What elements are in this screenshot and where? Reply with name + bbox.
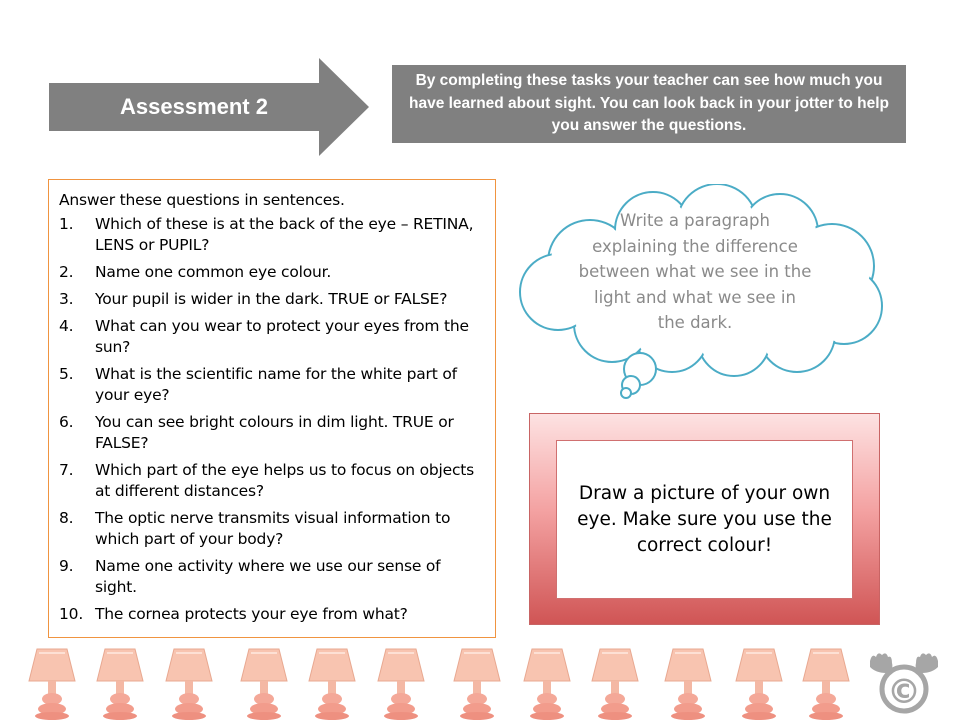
copyright-symbol: © — [887, 672, 921, 712]
lamp-icon — [799, 645, 853, 720]
question-item: 1. Which of these is at the back of the e… — [59, 214, 485, 256]
question-number: 9. — [59, 557, 74, 575]
question-item: 10. The cornea protects your eye from wha… — [59, 604, 485, 625]
question-item: 2. Name one common eye colour. — [59, 262, 485, 283]
question-number: 7. — [59, 461, 74, 479]
lamp-icon — [661, 645, 715, 720]
moose-antlers-icon: © — [870, 653, 938, 714]
question-text: The cornea protects your eye from what? — [95, 605, 408, 623]
question-text: What can you wear to protect your eyes f… — [95, 317, 469, 356]
intro-box: By completing these tasks your teacher c… — [392, 65, 906, 143]
question-number: 3. — [59, 290, 74, 308]
question-item: 4. What can you wear to protect your eyes… — [59, 316, 485, 358]
lamp-icon — [25, 645, 79, 720]
question-item: 9. Name one activity where we use our sen… — [59, 556, 485, 598]
lamp-icon — [237, 645, 291, 720]
thought-bubble-text: Write a paragraph explaining the differe… — [578, 211, 812, 332]
question-number: 10. — [59, 605, 84, 623]
assessment-title: Assessment 2 — [120, 94, 268, 119]
question-text: Which of these is at the back of the eye… — [95, 215, 474, 254]
question-text: Which part of the eye helps us to focus … — [95, 461, 475, 500]
cloud-shape — [519, 184, 883, 399]
question-item: 5. What is the scientific name for the wh… — [59, 364, 485, 406]
question-text: What is the scientific name for the whit… — [95, 365, 457, 404]
lamp-icon — [374, 645, 428, 720]
question-item: 3. Your pupil is wider in the dark. TRUE … — [59, 289, 485, 310]
lamp-icon — [588, 645, 642, 720]
question-number: 4. — [59, 317, 74, 335]
question-item: 7. Which part of the eye helps us to focu… — [59, 460, 485, 502]
question-number: 8. — [59, 509, 74, 527]
question-text: You can see bright colours in dim light.… — [95, 413, 454, 452]
draw-task-text: Draw a picture of your own eye. Make sur… — [556, 440, 853, 599]
arrow-shape — [49, 58, 369, 156]
lamp-icon — [93, 645, 147, 720]
draw-task-frame: Draw a picture of your own eye. Make sur… — [529, 413, 880, 625]
lamp-icon — [305, 645, 359, 720]
question-text: The optic nerve transmits visual informa… — [95, 509, 451, 548]
question-item: 8. The optic nerve transmits visual infor… — [59, 508, 485, 550]
question-number: 1. — [59, 215, 74, 233]
questions-intro: Answer these questions in sentences. — [59, 191, 345, 209]
question-text: Your pupil is wider in the dark. TRUE or… — [95, 290, 448, 308]
question-text: Name one activity where we use our sense… — [95, 557, 441, 596]
lamp-icon — [450, 645, 504, 720]
questions-box: Answer these questions in sentences. 1. W… — [48, 179, 496, 638]
question-item: 6. You can see bright colours in dim ligh… — [59, 412, 485, 454]
question-number: 2. — [59, 263, 74, 281]
lamp-icon — [732, 645, 786, 720]
question-number: 6. — [59, 413, 74, 431]
moose-copyright-logo: © — [866, 651, 942, 715]
lamp-icon — [162, 645, 216, 720]
lamp-icon — [520, 645, 574, 720]
assessment-arrow: Assessment 2 — [49, 58, 369, 156]
thought-bubble: Write a paragraph explaining the differe… — [512, 184, 898, 400]
questions-list: 1. Which of these is at the back of the e… — [59, 214, 485, 625]
question-number: 5. — [59, 365, 74, 383]
question-text: Name one common eye colour. — [95, 263, 332, 281]
